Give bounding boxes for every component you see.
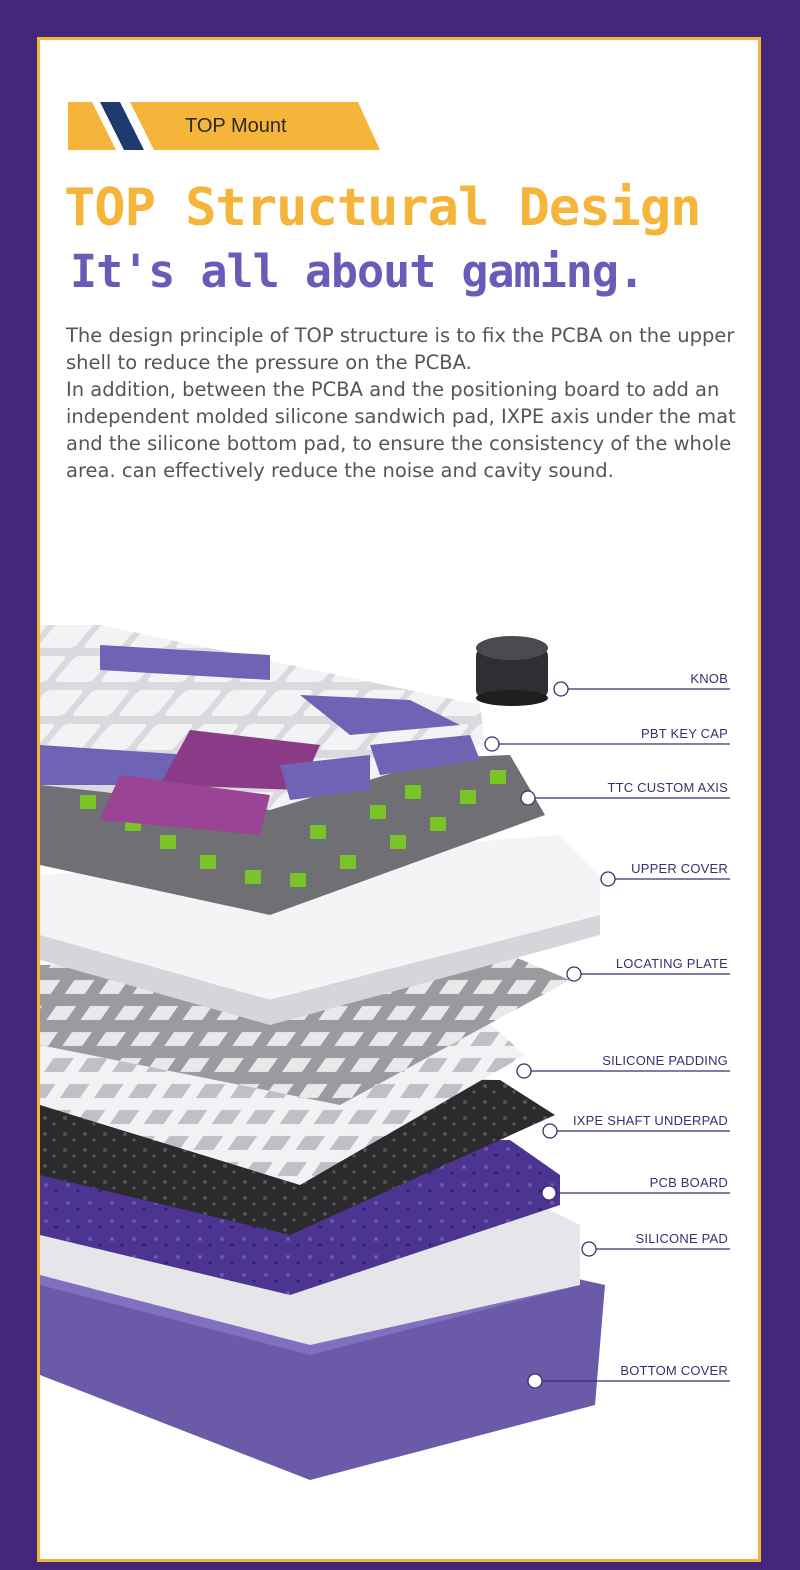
description-paragraph: In addition, between the PCBA and the po…	[66, 378, 736, 482]
layer-label-bottom-cover: BOTTOM COVER	[620, 1363, 728, 1378]
layer-label-silicone-pad: SILICONE PAD	[635, 1231, 728, 1246]
section-badge	[68, 102, 380, 150]
layer-label-keycap: PBT KEY CAP	[641, 726, 728, 741]
switch-stems	[80, 770, 506, 887]
page-subtitle: It's all about gaming.	[70, 245, 645, 298]
layer-label-upper-cover: UPPER COVER	[631, 861, 728, 876]
layer-label-ixpe-underpad: IXPE SHAFT UNDERPAD	[572, 1113, 728, 1128]
exploded-keyboard-illustration	[40, 625, 730, 1480]
layer-label-knob: KNOB	[690, 671, 728, 686]
layer-label-locating-plate: LOCATING PLATE	[615, 956, 728, 971]
layer-label-axis: TTC CUSTOM AXIS	[607, 780, 728, 795]
badge-label: TOP Mount	[185, 115, 287, 137]
knob-shape	[476, 636, 548, 706]
content-frame: TOP Mount TOP Structural Design It's all…	[37, 37, 761, 1562]
layer-label-pcb-board: PCB BOARD	[649, 1175, 728, 1190]
page-title: TOP Structural Design	[64, 178, 701, 238]
description: The design principle of TOP structure is…	[66, 322, 758, 484]
description-paragraph: The design principle of TOP structure is…	[66, 324, 735, 374]
layer-label-silicone-padding: SILICONE PADDING	[602, 1053, 728, 1068]
